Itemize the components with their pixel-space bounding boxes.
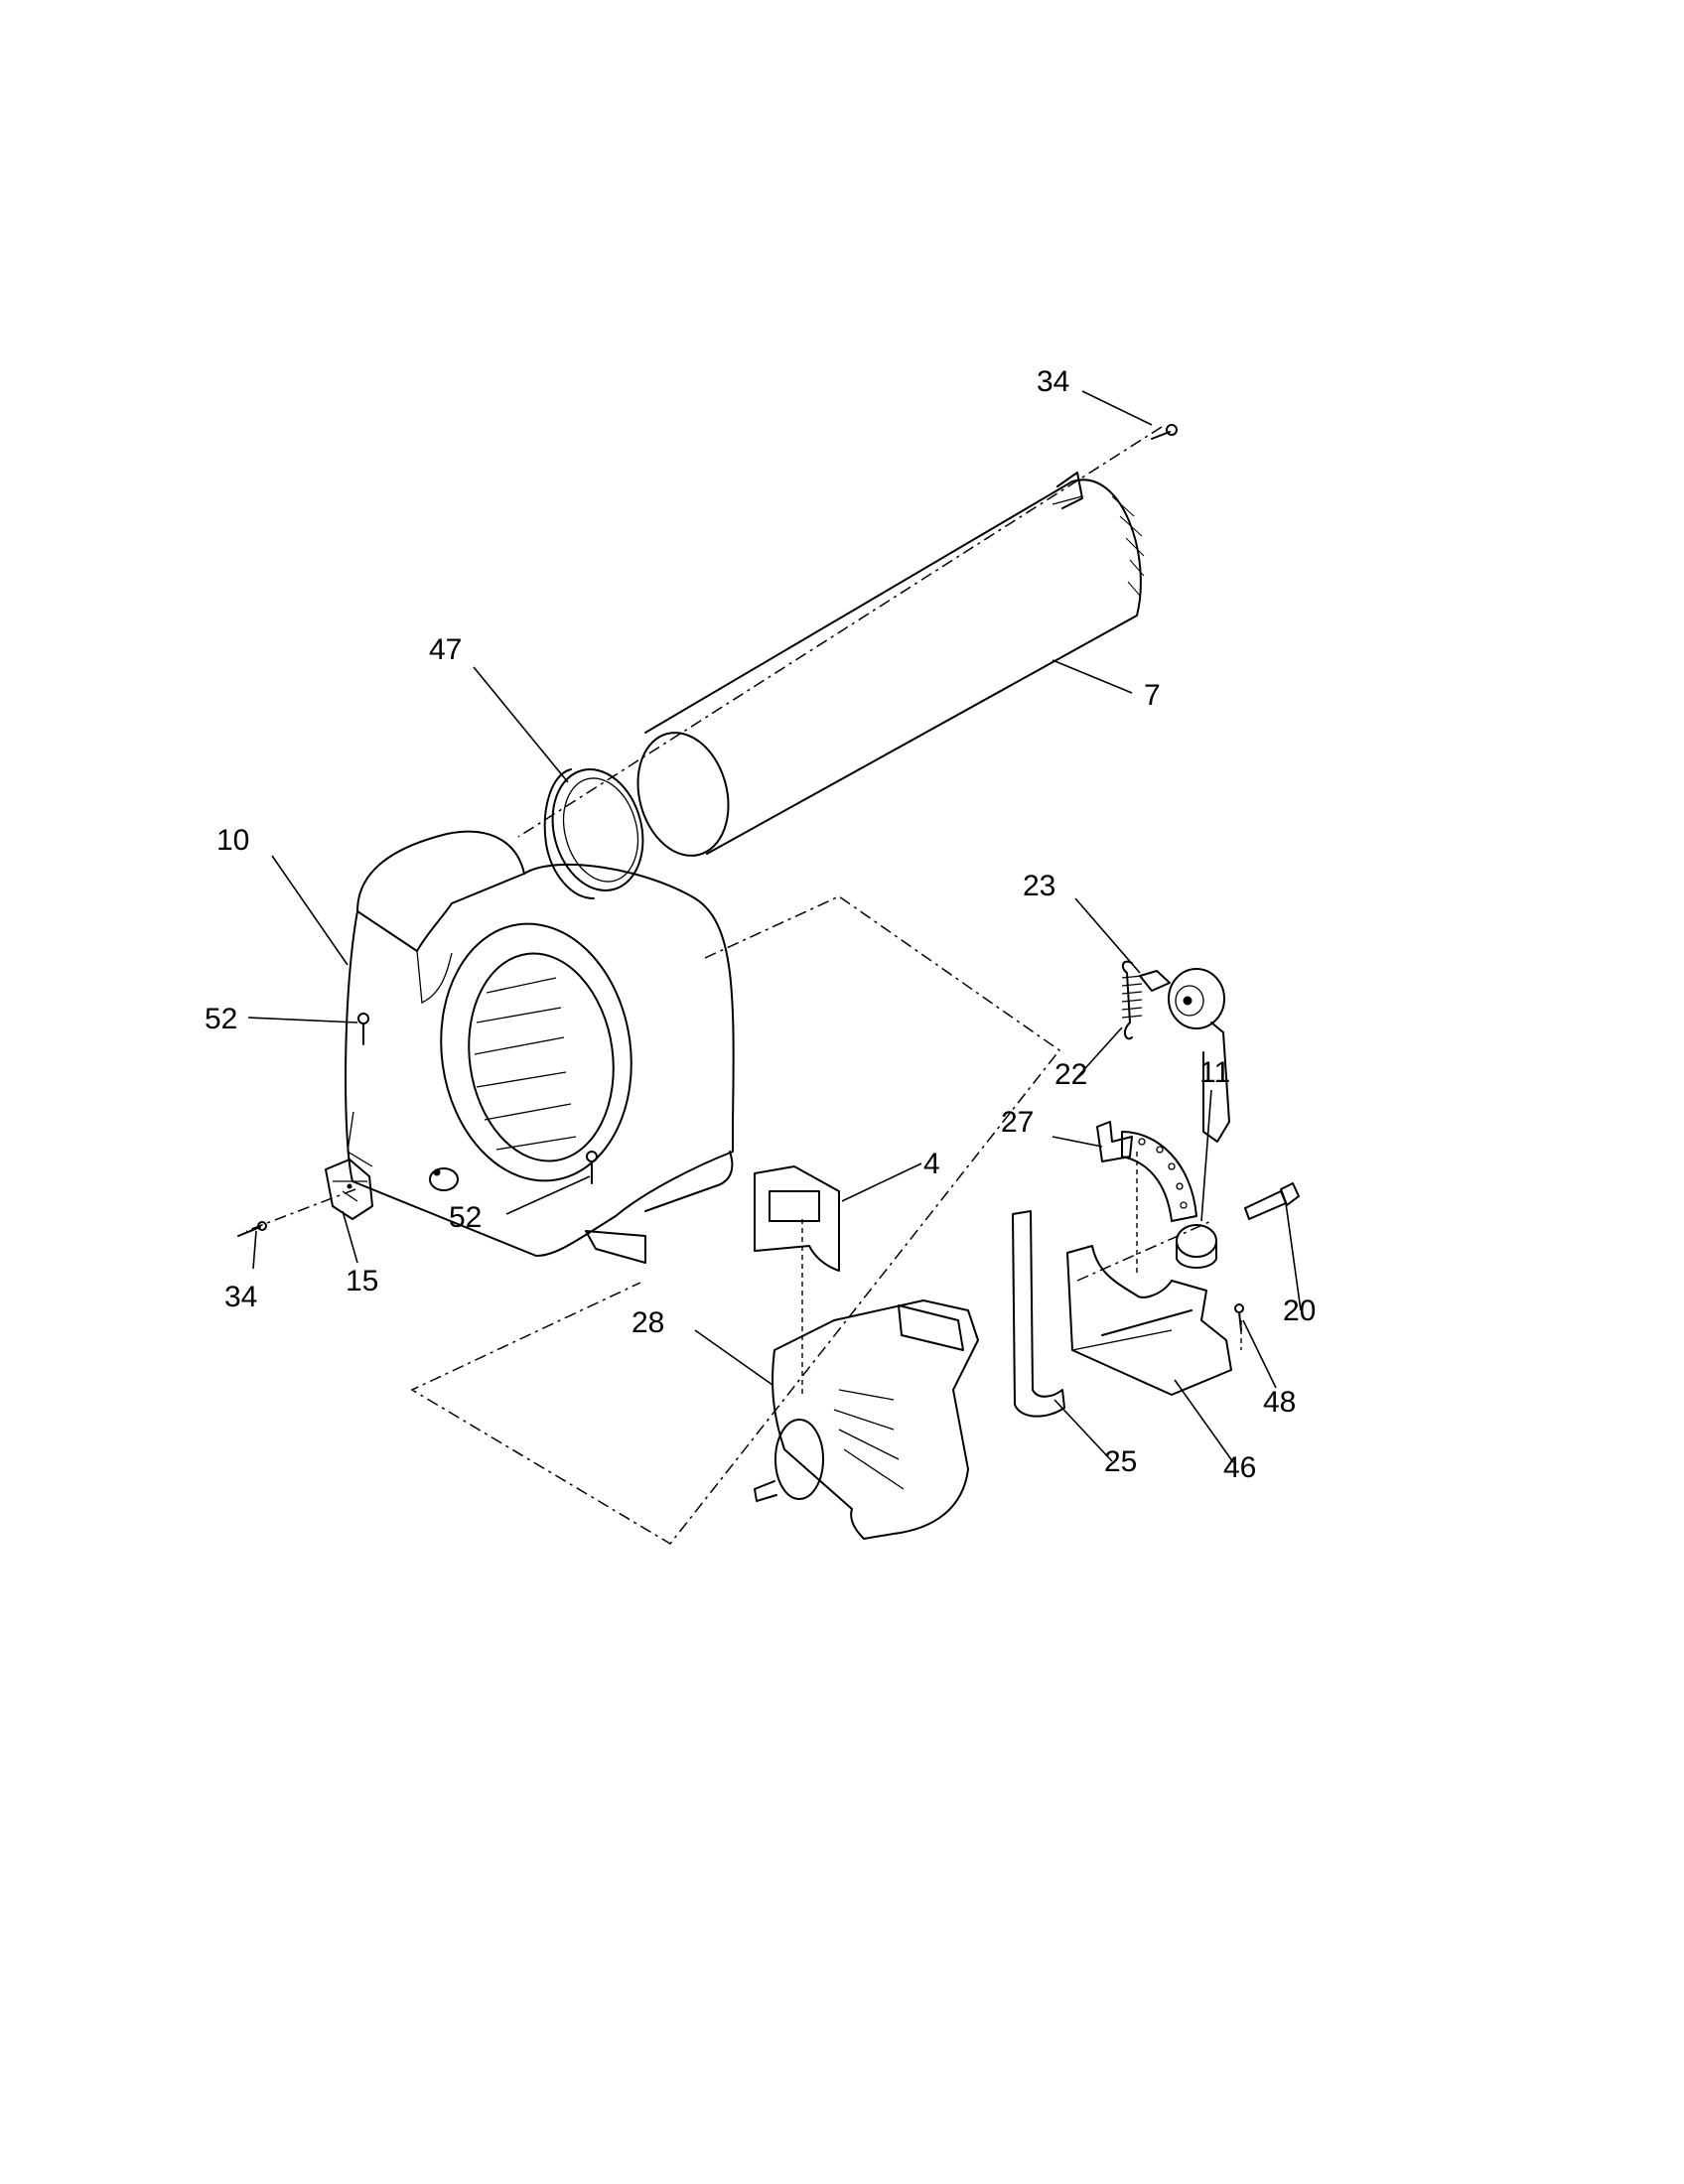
blower-housing [345,830,735,1264]
callout-4: 4 [923,1148,940,1180]
housing-screw-bottom [586,1151,598,1184]
shoulder-bolt [1244,1182,1300,1220]
roller [1176,1224,1217,1269]
thermostat [325,1159,373,1220]
callout-34-bottom: 34 [224,1281,257,1313]
callout-48: 48 [1263,1386,1296,1419]
screw-34-top [1151,424,1178,440]
leader-lines [247,390,1302,1463]
duct-seal-ring [543,768,644,899]
drive-motor [754,1299,979,1540]
callout-28: 28 [632,1306,664,1339]
motor-fan-vanes [833,1389,905,1490]
motor-mount-pad [754,1165,840,1272]
bracket-screw [1234,1303,1244,1331]
idler-pulley [1139,968,1230,1143]
housing-screw-left [357,1013,369,1045]
assembly-outline-dashed [245,426,1212,1545]
callout-52-bottom: 52 [449,1201,482,1234]
motor-bracket [1066,1245,1232,1396]
drive-belt [1012,1210,1065,1418]
callout-23: 23 [1023,870,1055,902]
callout-11: 11 [1199,1056,1230,1089]
motor-clip [1096,1121,1133,1162]
duct-end-hatching [1111,495,1145,597]
callout-46: 46 [1223,1451,1256,1484]
callout-15: 15 [346,1265,378,1297]
screw-34-bottom [237,1221,267,1237]
callout-7: 7 [1144,679,1161,712]
callout-52-left: 52 [205,1003,237,1035]
callout-27: 27 [1001,1106,1034,1139]
blower-wheel-vanes [474,977,577,1151]
callout-labels: 34 7 47 10 52 52 34 15 23 22 27 11 4 20 … [205,365,1316,1484]
callout-47: 47 [429,633,462,666]
callout-10: 10 [216,824,249,857]
callout-22: 22 [1054,1058,1087,1091]
perforated-strap [1121,1131,1197,1222]
callout-34-top: 34 [1037,365,1069,398]
callout-20: 20 [1283,1295,1316,1327]
idler-spring [1121,960,1143,1040]
callout-25: 25 [1104,1445,1137,1478]
exhaust-duct-tube [636,472,1145,857]
